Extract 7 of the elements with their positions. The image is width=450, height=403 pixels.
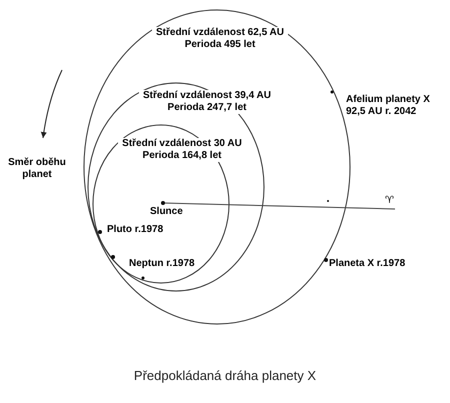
planet-label: Planeta X r.1978 — [329, 258, 406, 270]
planet-label: Neptun r.1978 — [129, 258, 196, 270]
planet-label: Pluto r.1978 — [107, 224, 164, 236]
caption: Předpokládaná dráha planety X — [132, 367, 318, 385]
aphelion-label: Afelium planety X 92,5 AU r. 2042 — [346, 94, 431, 118]
sun-label: Slunce — [150, 206, 184, 218]
vernal-equinox-symbol: ♈ — [385, 195, 395, 207]
